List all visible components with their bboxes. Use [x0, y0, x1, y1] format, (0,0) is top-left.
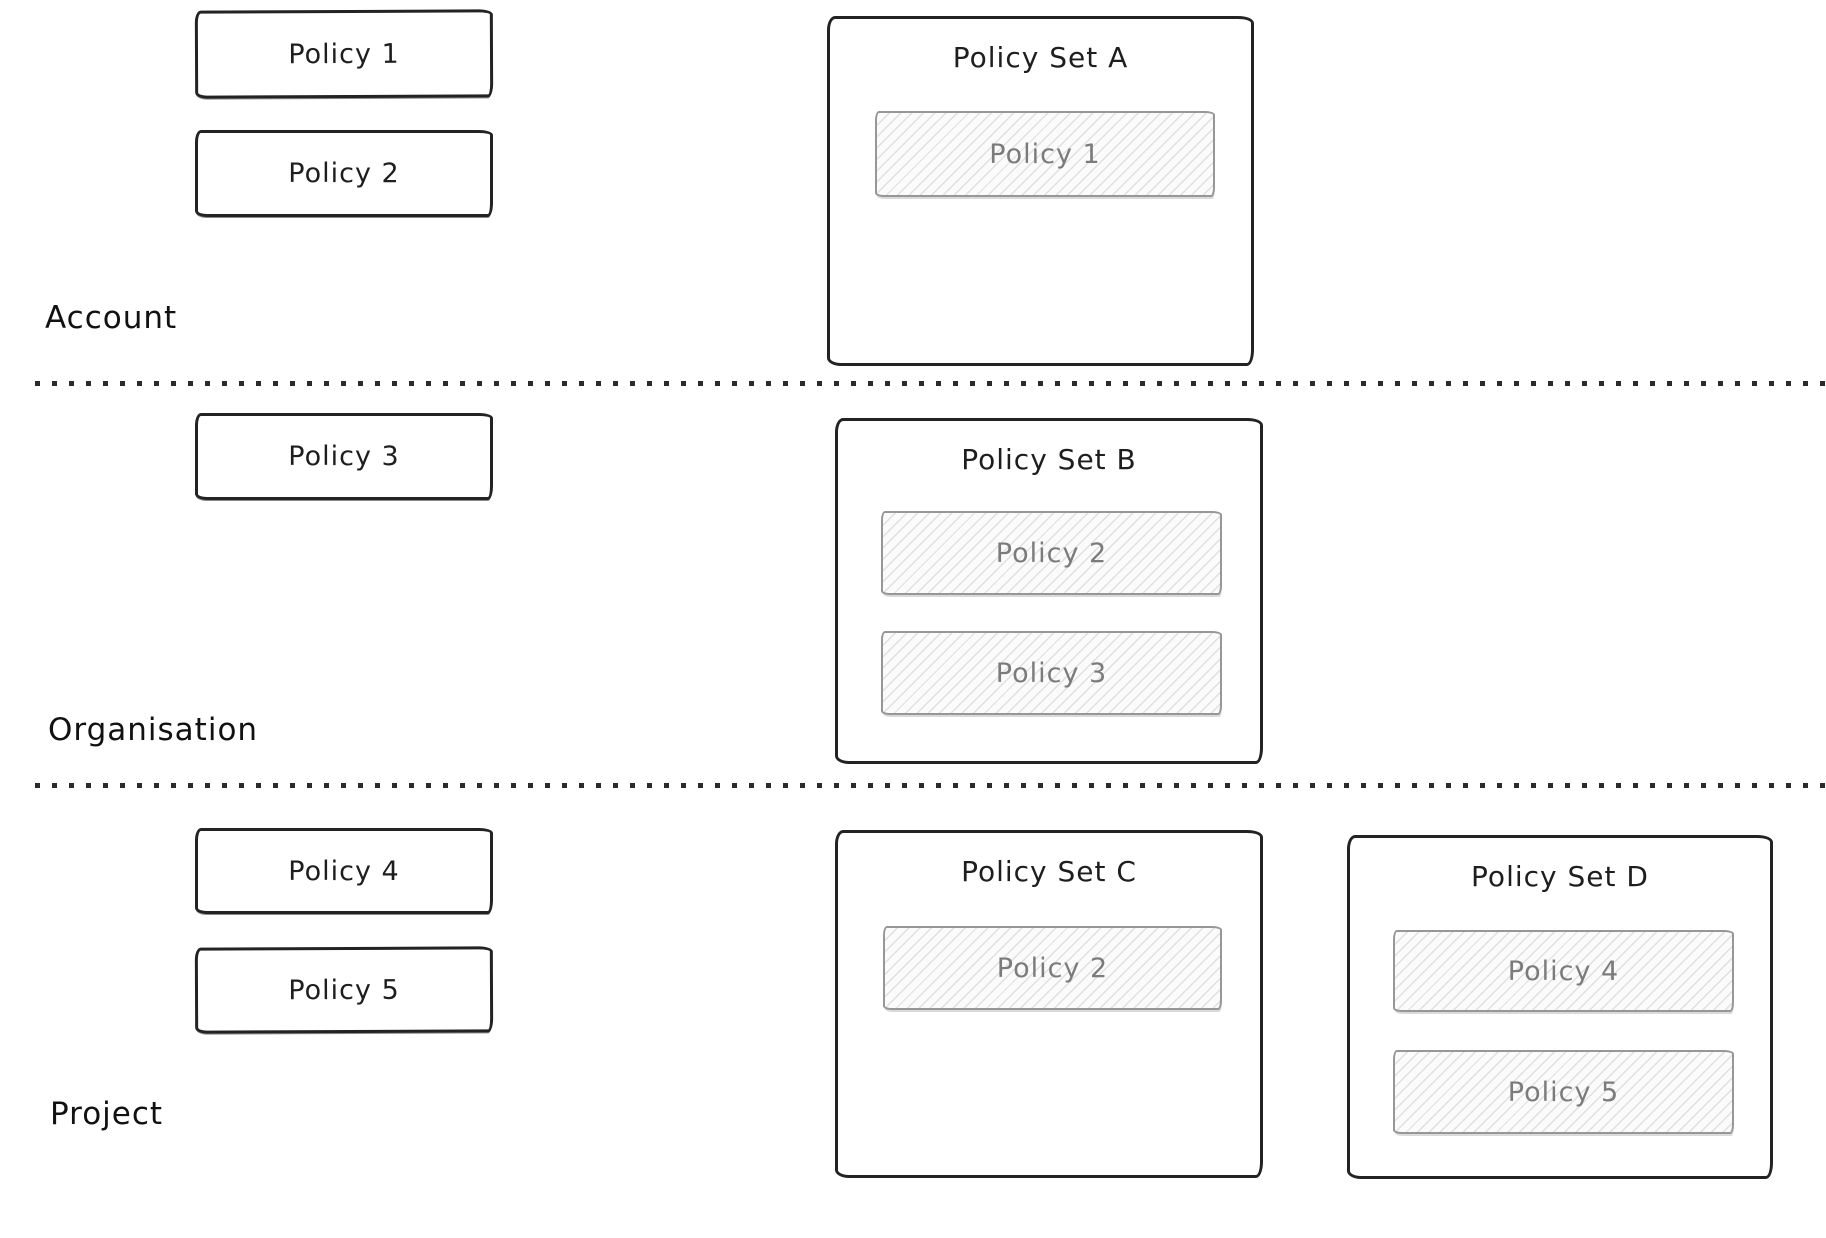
policy-set-b-box: Policy Set B Policy 2 Policy 3 [835, 418, 1263, 764]
organisation-project-divider [35, 783, 1826, 788]
policy-set-d-title: Policy Set D [1471, 860, 1649, 893]
policy-1-box: Policy 1 [194, 9, 494, 99]
account-organisation-divider [35, 381, 1826, 386]
policy-set-d-member-policy-4: Policy 4 [1393, 930, 1734, 1012]
policy-3-box: Policy 3 [195, 413, 493, 500]
project-level-label: Project [50, 1096, 164, 1132]
policy-set-c-title: Policy Set C [961, 855, 1137, 888]
policy-2-box: Policy 2 [195, 130, 493, 217]
policy-4-box: Policy 4 [195, 828, 493, 914]
account-level-label: Account [45, 300, 178, 336]
policy-set-b-member-policy-2: Policy 2 [881, 511, 1222, 595]
organisation-level-label: Organisation [48, 712, 259, 748]
policy-set-a-member-policy-1: Policy 1 [875, 111, 1215, 197]
policy-set-b-title: Policy Set B [961, 443, 1137, 476]
policy-set-d-box: Policy Set D Policy 4 Policy 5 [1347, 835, 1773, 1179]
policy-set-b-member-policy-3: Policy 3 [881, 631, 1222, 715]
policy-set-a-title: Policy Set A [952, 41, 1129, 74]
policy-5-box: Policy 5 [194, 946, 494, 1034]
policy-set-d-member-policy-5: Policy 5 [1393, 1050, 1734, 1134]
policy-set-c-member-policy-2: Policy 2 [883, 926, 1222, 1010]
policy-set-a-box: Policy Set A Policy 1 [827, 16, 1254, 366]
policy-set-c-box: Policy Set C Policy 2 [835, 830, 1263, 1178]
